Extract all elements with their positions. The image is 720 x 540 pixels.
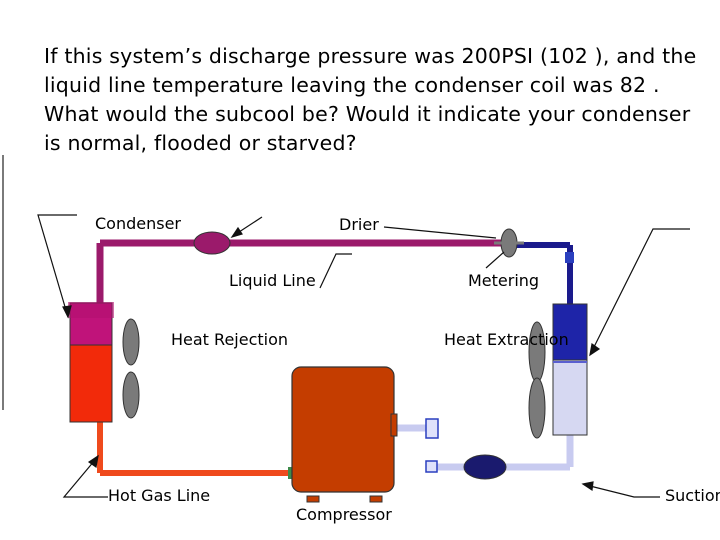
accumulator xyxy=(463,454,507,480)
condenser-label: Condenser xyxy=(95,214,181,233)
metering-line-pipe xyxy=(510,242,574,305)
suction-label: Suction xyxy=(665,487,720,505)
pointer-liquid-line xyxy=(319,253,352,289)
pointer-condenser xyxy=(37,214,77,318)
suction-fitting xyxy=(425,418,439,439)
question-text: If this system’s discharge pressure was … xyxy=(44,44,697,155)
sight-glass xyxy=(193,231,231,255)
pointer-drier xyxy=(383,226,497,239)
condenser-fan xyxy=(122,318,140,419)
evaporator-coil xyxy=(552,303,588,436)
pointer-lines xyxy=(37,214,690,498)
hot-gas-line-label: Hot Gas Line xyxy=(108,486,211,505)
compressor-label: Compressor xyxy=(296,505,392,524)
liquid-line-label: Liquid Line xyxy=(229,271,316,290)
pointer-metering xyxy=(485,251,505,269)
metering-label: Metering xyxy=(468,271,540,290)
liquid-line-pipe xyxy=(96,239,510,305)
heat-extraction-label: Heat Extraction xyxy=(444,330,569,349)
metering-valve xyxy=(565,252,574,263)
drier xyxy=(494,228,524,258)
heat-rejection-label: Heat Rejection xyxy=(171,330,289,349)
condenser-coil xyxy=(68,302,114,423)
drier-label: Drier xyxy=(339,215,379,234)
pointer-suction xyxy=(585,484,660,498)
pointer-evaporator xyxy=(589,228,690,356)
pointer-hot-gas-line xyxy=(62,459,108,498)
hot-gas-line-pipe xyxy=(97,420,297,479)
compressor xyxy=(291,366,398,503)
suction-fitting-lower xyxy=(425,460,438,473)
evaporator-fan xyxy=(528,321,546,439)
